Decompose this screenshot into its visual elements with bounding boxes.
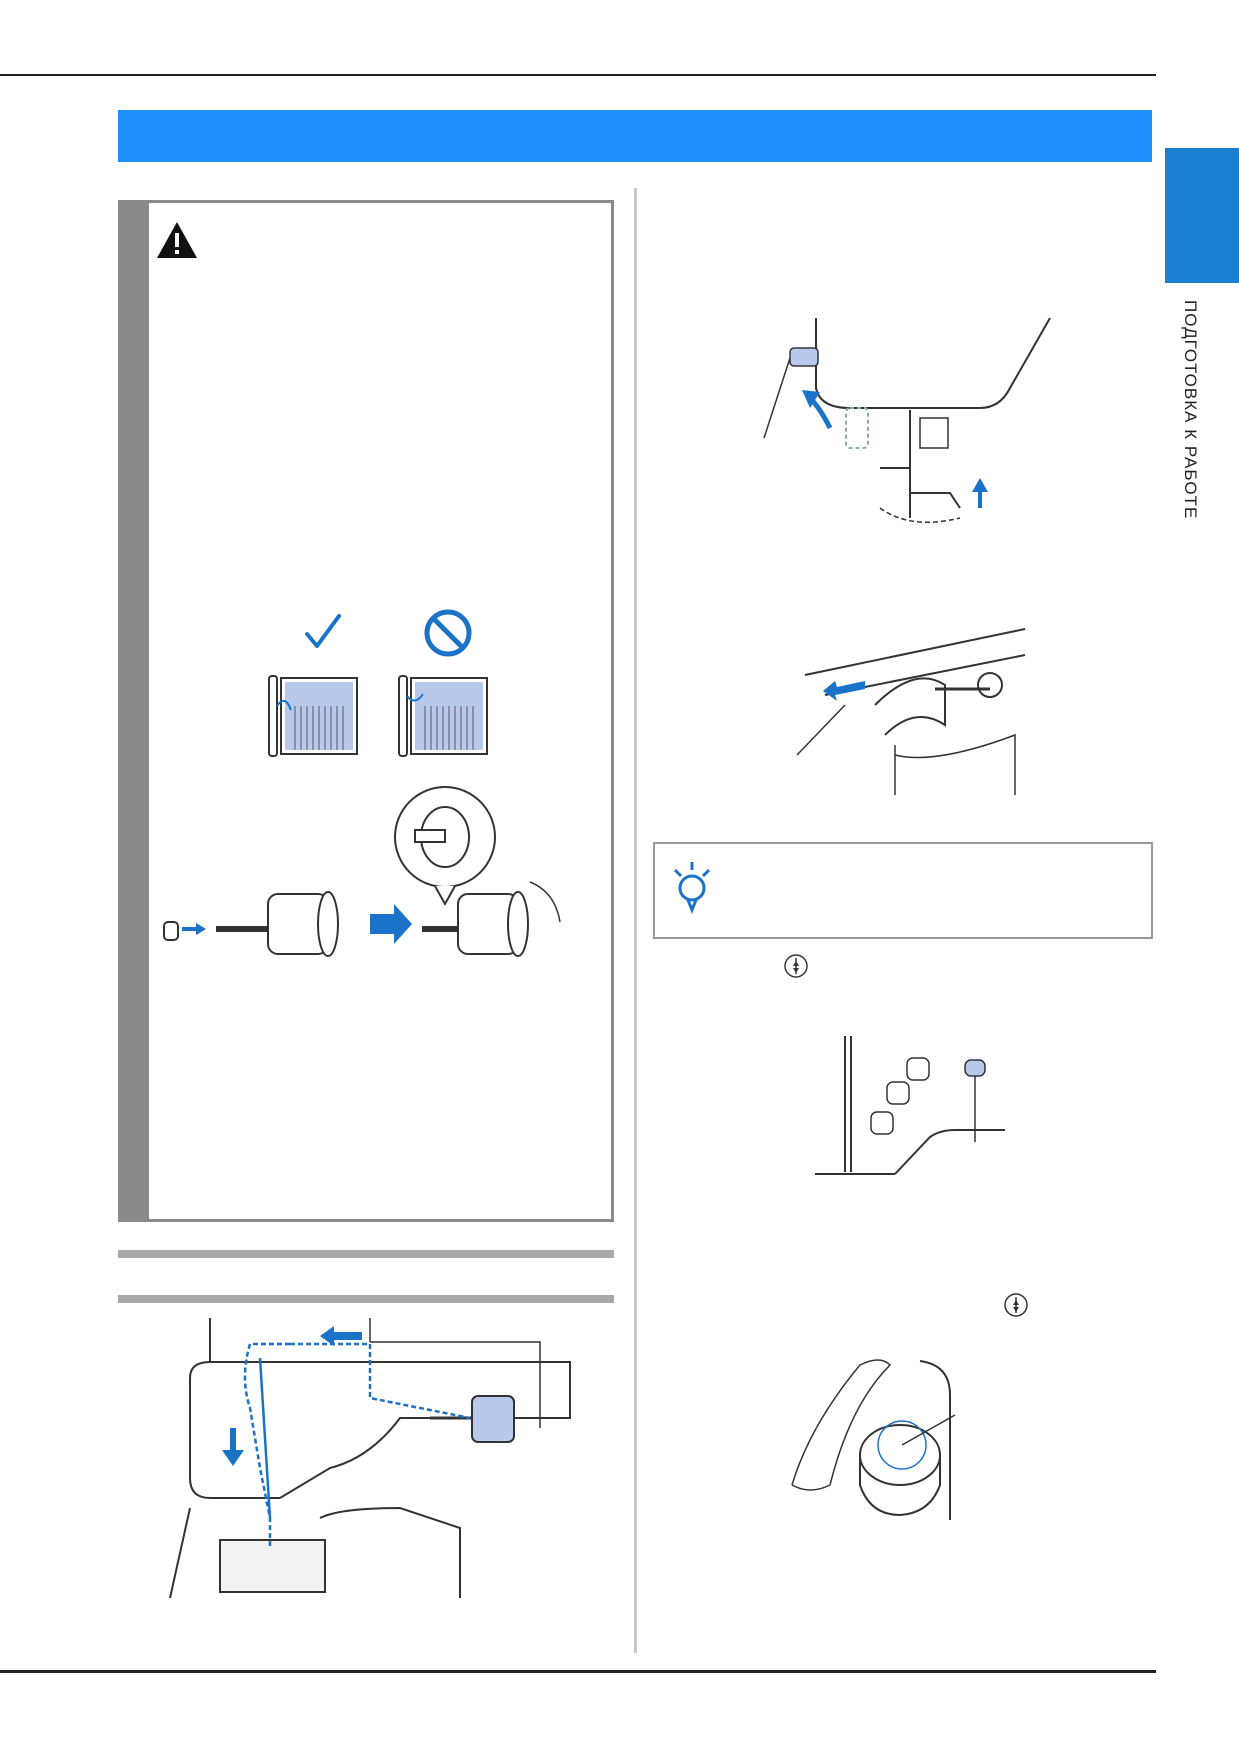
thread-guide-illustration [796,628,1026,795]
needle-button-small-icon[interactable] [1003,1292,1029,1318]
spool-cap-illustration [163,786,561,957]
section-bar-top [118,1250,614,1258]
bottom-rule [0,1670,1156,1673]
chapter-tab[interactable] [1165,148,1239,283]
upper-threading-illustration [169,1318,571,1599]
incorrect-spool-illustration [398,675,488,757]
warning-box-strip [121,203,149,1219]
prohibition-icon [424,609,472,657]
lightbulb-note-icon [673,862,711,915]
section-title-bar [118,110,1152,162]
warning-triangle-icon [157,222,197,258]
warning-box [118,200,614,1222]
chapter-tab-label: ПОДГОТОВКА К РАБОТЕ [1181,300,1200,520]
needle-position-button-icon[interactable] [783,953,809,979]
column-divider [634,188,637,1653]
control-buttons-illustration [815,1036,1005,1175]
presser-foot-lever-illustration [763,317,1051,523]
top-rule [0,74,1156,76]
handwheel-illustration [791,1359,956,1520]
check-mark-icon [305,614,341,648]
note-box [653,842,1153,939]
section-bar-bottom [118,1295,614,1303]
correct-spool-illustration [268,675,358,757]
